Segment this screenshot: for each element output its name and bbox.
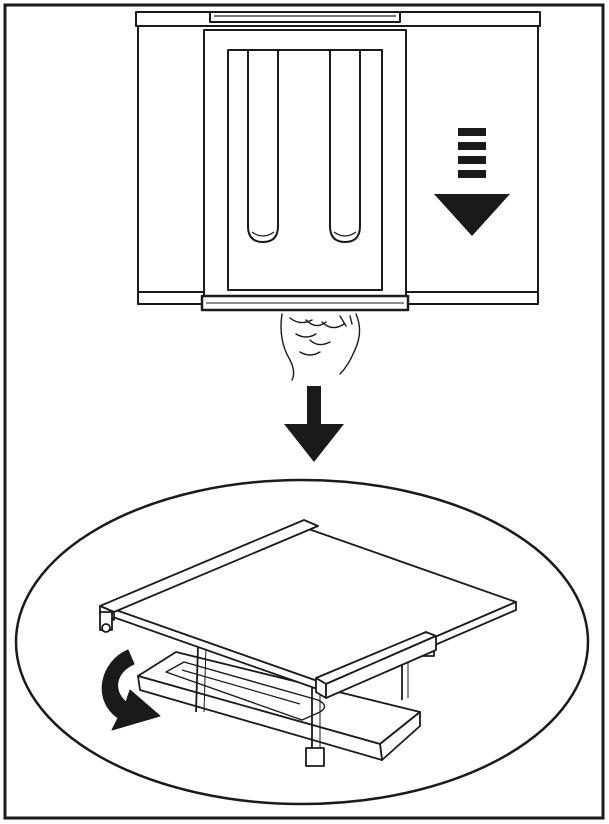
drawer-top-clip <box>209 11 401 23</box>
drawer-slot-right <box>329 50 361 243</box>
slide-down-arrow-icon <box>434 128 510 236</box>
support-rod <box>195 645 199 713</box>
shelf-detail-view <box>99 519 517 767</box>
pull-down-arrow-icon <box>284 386 344 462</box>
hand-pulling-icon <box>280 313 361 381</box>
drawer-slot-left <box>247 50 279 243</box>
rotate-arrow-icon <box>101 649 161 731</box>
drawer-front-view <box>135 11 541 312</box>
drawer-inner-panel <box>227 49 383 291</box>
